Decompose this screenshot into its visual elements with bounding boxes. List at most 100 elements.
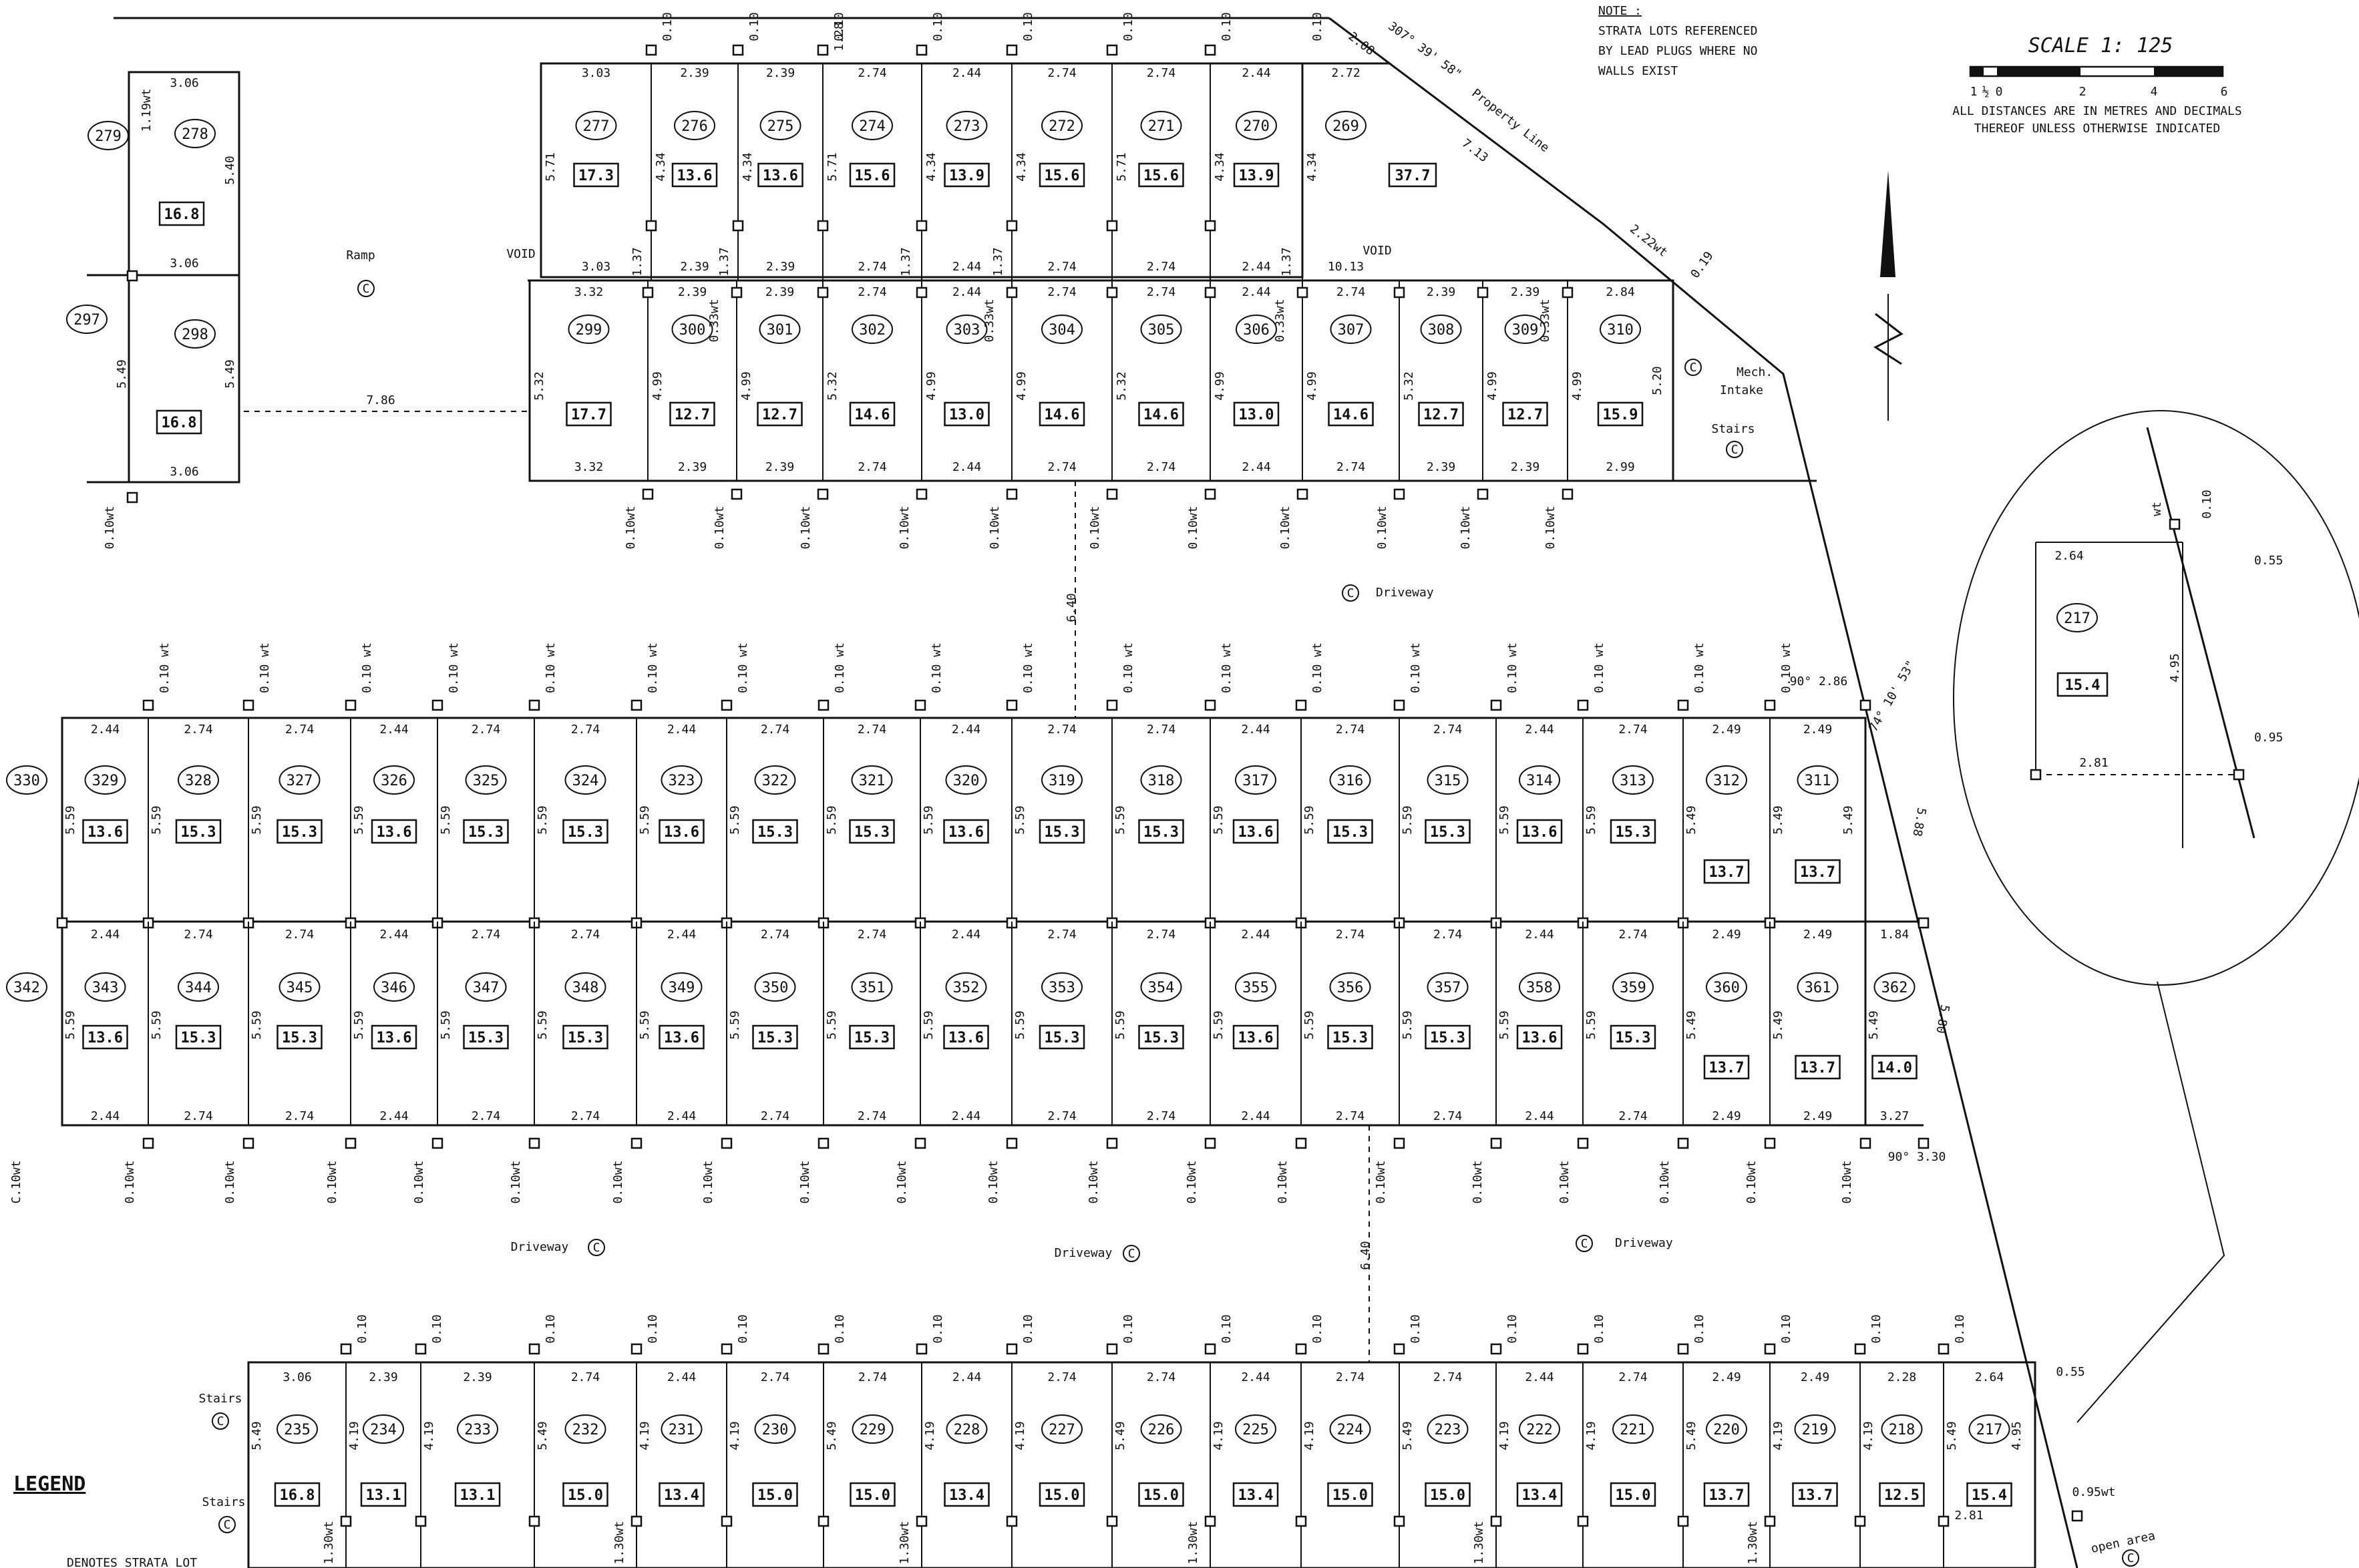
strata-lot-number: 314 [1526,773,1553,789]
plug-offset: 0.10 [1021,1314,1035,1343]
lot-width: 2.74 [472,1109,500,1123]
lot-width: 2.44 [1525,1370,1554,1384]
lot-area-box [1138,1024,1184,1050]
lot-width: 2.39 [369,1370,397,1384]
lot-depth: 5.59 [439,1010,453,1039]
lot-area-value: 17.3 [578,168,614,184]
strata-lot-oval [1236,111,1277,140]
strata-lot-number: 220 [1713,1422,1740,1438]
lot-width: 2.74 [184,1109,212,1123]
lead-plug-marker [1006,1515,1018,1527]
lot-area-value: 13.6 [1238,824,1274,841]
plug-offset: 0.10 [931,12,945,41]
strata-lot-oval [1140,1414,1182,1444]
lot-area-value: 16.8 [162,415,197,431]
lot-area-value: 13.7 [1709,864,1745,881]
common-property-symbol [212,1412,229,1430]
strata-lot-number: 221 [1620,1422,1646,1438]
lot-area-box [849,819,895,844]
scale-footnote: ALL DISTANCES ARE IN METRES AND DECIMALS [1952,104,2241,118]
lot-area-box [1703,859,1750,884]
lot-area-value: 13.4 [949,1487,984,1504]
lead-plug-marker [818,1137,830,1149]
strata-lot-number: 356 [1337,980,1364,996]
lot-width: 2.39 [765,285,794,299]
strata-lot-oval [1612,1414,1654,1444]
wall-thickness: 0.33wt [1538,299,1552,342]
strata-lot-number: 319 [1049,773,1075,789]
void-label: VOID [506,247,535,261]
common-property-symbol [1576,1235,1593,1252]
lot-width: 3.32 [574,285,603,299]
lot-width: 2.74 [285,928,314,942]
strata-lot-oval [946,1414,988,1444]
strata-lot-number: 277 [583,118,610,135]
lead-plug-marker [1204,220,1216,232]
strata-lot-number: 317 [1242,773,1269,789]
strata-lot-number: 276 [681,118,708,135]
boundary-segment: 2.22wt [1627,222,1670,260]
lot-area-box [1138,162,1184,188]
lot-width: 2.74 [858,1109,886,1123]
lot-area-value: 13.6 [1522,1030,1558,1046]
lot-width: 2.44 [667,1109,696,1123]
lot-area-value: 13.4 [664,1487,699,1504]
lead-plug-marker [1677,699,1689,711]
strata-lot-oval [1706,972,1747,1002]
lot-depth: 5.59 [1584,1010,1598,1039]
wall-thickness: 0.10wt [325,1160,339,1203]
common-property-letter: C [593,1241,600,1255]
lead-plug-marker [1764,699,1776,711]
angle-dimension: 90° 3.30 [1888,1150,1946,1164]
lead-plug-marker [1764,1137,1776,1149]
lot-area-value: 15.3 [1616,1030,1651,1046]
plug-offset: 0.10 [646,1314,660,1343]
driveway-label: Driveway [1055,1246,1113,1260]
plug-offset: 0.10 wt [736,642,750,693]
lead-plug-marker [1577,1515,1589,1527]
lot-depth: 5.59 [1401,805,1415,834]
lot-area-box [1233,162,1280,188]
lot-width: 2.44 [952,260,981,274]
lead-plug-marker [1859,699,1871,711]
lot-width: 2.74 [1147,66,1175,80]
wall-thickness: C.10wt [9,1160,23,1203]
common-property-symbol [588,1239,605,1256]
lot-width: 2.74 [761,928,789,942]
strata-lot-number: 345 [287,980,313,996]
lot-depth: 5.49 [115,359,129,388]
lot-area-value: 13.6 [87,824,123,841]
lot-depth: 5.59 [1212,805,1226,834]
lot-area-value: 12.7 [1507,407,1543,423]
lot-depth: 4.34 [1213,152,1227,181]
strata-lot-number: 313 [1620,773,1646,789]
strata-lot-number: 229 [860,1422,886,1438]
plug-offset: 0.10 [1692,1314,1706,1343]
lot-width: 2.39 [1511,285,1539,299]
strata-lot-oval [661,972,703,1002]
note-line: BY LEAD PLUGS WHERE NO [1598,44,1757,58]
lot-width: 3.06 [283,1370,311,1384]
lot-area-value: 13.7 [1800,1060,1835,1076]
lot-area-value: 15.0 [1045,1487,1080,1504]
lot-width: 2.44 [1241,1109,1270,1123]
lead-plug-marker [1006,286,1018,299]
strata-lot-number: 235 [284,1422,311,1438]
lot-depth: 4.99 [1570,371,1584,400]
boundary-offset: 0.19 [1688,249,1716,281]
strata-lot-number: 271 [1148,118,1175,135]
lot-area-value: 15.0 [1143,1487,1179,1504]
strata-lot-oval [759,111,801,140]
lot-width: 2.74 [285,1109,314,1123]
lot-area-box [671,162,718,188]
lot-area-box [943,819,989,844]
strata-lot-oval [1427,1414,1469,1444]
lot-depth: 5.20 [1650,366,1664,395]
wall-thickness: 0.10wt [701,1160,715,1203]
lot-width: 2.74 [858,1370,887,1384]
plug-offset: 0.10 wt [1505,642,1519,693]
lot-width: 2.74 [1147,260,1175,274]
lot-width: 2.44 [952,460,981,474]
lot-area-value: 12.7 [675,407,710,423]
